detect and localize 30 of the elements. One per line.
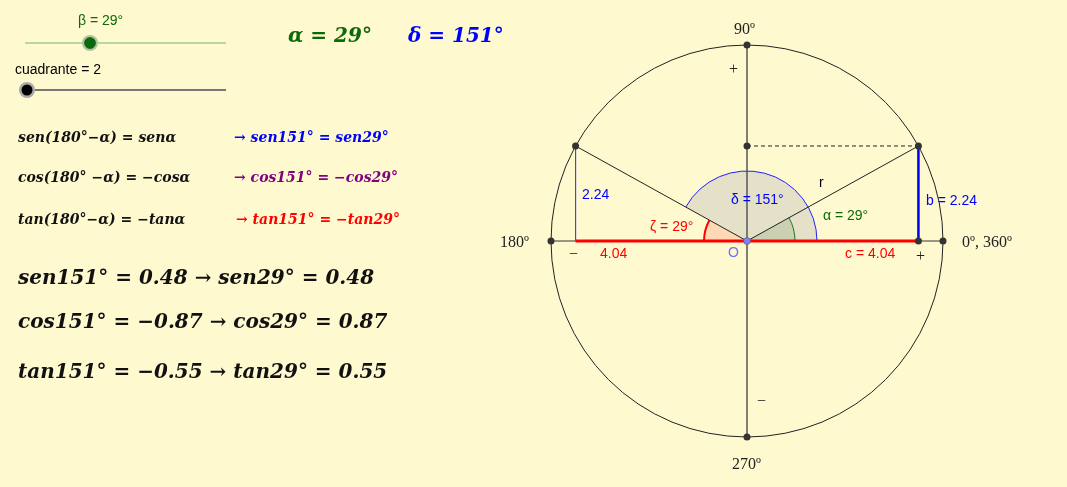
axis-label: 90º xyxy=(734,20,755,38)
formula: → tan151° = −tan29° xyxy=(236,212,400,228)
formula: sen(180°−α) = senα xyxy=(18,130,177,146)
formula: tan151° = −0.55 → tan29° = 0.55 xyxy=(18,360,388,382)
formula: → cos151° = −cos29° xyxy=(234,170,398,186)
sign-mark: − xyxy=(569,245,579,263)
angle-value: δ = 151° xyxy=(408,24,504,46)
slider-label: cuadrante = 2 xyxy=(15,62,101,78)
segment-label: b = 2.24 xyxy=(926,193,977,209)
angle-label: δ = 151° xyxy=(731,192,784,208)
sign-mark: − xyxy=(757,392,767,410)
axis-label: 0º, 360º xyxy=(962,233,1012,251)
formula: cos151° = −0.87 → cos29° = 0.87 xyxy=(18,310,388,332)
point-label: O xyxy=(728,245,739,261)
formula: → sen151° = sen29° xyxy=(234,130,389,146)
segment-label: c = 4.04 xyxy=(845,246,896,262)
sign-mark: + xyxy=(916,247,926,265)
axis-label: 180º xyxy=(500,233,529,251)
sign-mark: + xyxy=(729,60,739,78)
angle-label: α = 29° xyxy=(823,208,869,224)
segment-label: 4.04 xyxy=(600,246,628,262)
segment-label: r xyxy=(819,175,824,191)
segment-label: 2.24 xyxy=(582,187,610,203)
formula: sen151° = 0.48 → sen29° = 0.48 xyxy=(18,266,375,288)
angle-label: ζ = 29° xyxy=(650,219,694,235)
formula: tan(180°−α) = −tanα xyxy=(18,212,186,228)
slider-label: β = 29° xyxy=(78,13,124,29)
axis-label: 270º xyxy=(732,455,761,473)
angle-value: α = 29° xyxy=(288,24,372,46)
formula: cos(180° −α) = −cosα xyxy=(18,170,191,186)
